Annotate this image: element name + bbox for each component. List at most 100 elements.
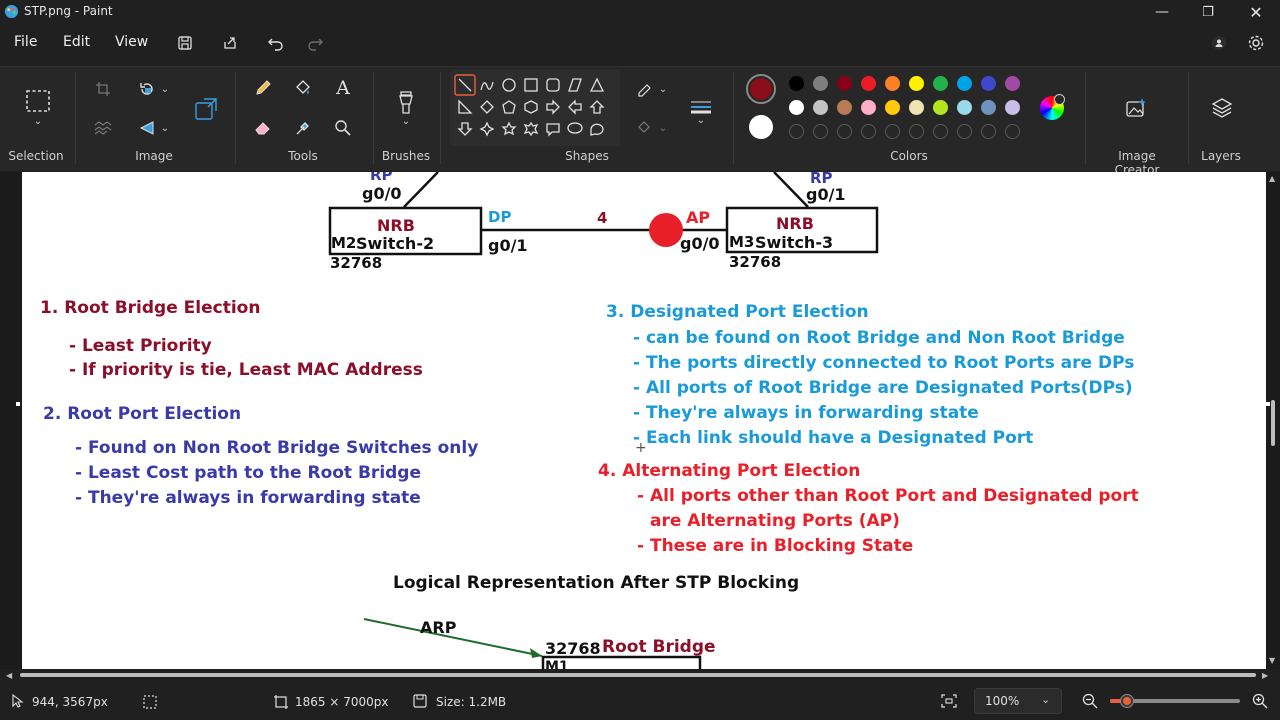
label-priority-bottom: 32768: [545, 639, 601, 658]
menu-file[interactable]: File: [14, 34, 38, 50]
horizontal-scroll-thumb[interactable]: [20, 673, 1256, 677]
rotate-button[interactable]: ⌄: [134, 78, 174, 100]
palette-color-swatch[interactable]: [813, 76, 828, 91]
logical-representation-title: Logical Representation After STP Blockin…: [393, 573, 800, 593]
custom-color-slot[interactable]: [909, 124, 924, 139]
label-dp: DP: [488, 208, 512, 226]
palette-color-swatch[interactable]: [837, 100, 852, 115]
background-removal-button[interactable]: [92, 117, 114, 139]
group-label-selection: Selection: [8, 149, 64, 163]
scroll-left-icon: ◀: [6, 671, 13, 680]
label-priority-left: 32768: [330, 254, 383, 272]
save-button[interactable]: [174, 32, 196, 54]
shape-fill-button[interactable]: ⌄: [632, 117, 672, 139]
image-creator-button[interactable]: [1122, 94, 1150, 122]
menu-edit[interactable]: Edit: [63, 34, 91, 50]
label-nrb-right: NRB: [776, 214, 814, 233]
custom-color-slot[interactable]: [789, 124, 804, 139]
chevron-down-icon: ⌄: [658, 83, 668, 95]
vertical-scroll-thumb[interactable]: [1271, 400, 1275, 446]
secondary-color-button[interactable]: [749, 115, 773, 139]
magnifier-tool[interactable]: [332, 117, 354, 139]
cursor-position: 944, 3567px: [32, 695, 108, 709]
stroke-size-button[interactable]: ⌄: [688, 92, 714, 132]
edit-colors-button[interactable]: [1040, 94, 1065, 120]
custom-color-slot[interactable]: [1005, 124, 1020, 139]
text-tool[interactable]: A: [332, 77, 354, 99]
brushes-button[interactable]: ⌄: [392, 84, 420, 132]
redo-icon: [308, 38, 323, 51]
group-label-shapes: Shapes: [565, 149, 609, 163]
palette-color-swatch[interactable]: [981, 100, 996, 115]
palette-color-swatch[interactable]: [861, 100, 876, 115]
eraser-tool[interactable]: [252, 117, 274, 139]
canvas-resize-handle[interactable]: [16, 402, 20, 406]
scroll-down-icon: ▼: [1269, 656, 1276, 665]
flip-button[interactable]: ⌄: [134, 117, 174, 139]
horizontal-scrollbar[interactable]: ◀ ▶: [4, 670, 1274, 680]
label-root-bridge: Root Bridge: [602, 637, 716, 657]
palette-color-swatch[interactable]: [789, 76, 804, 91]
flip-icon: [139, 121, 154, 135]
custom-color-slot[interactable]: [957, 124, 972, 139]
section3-item: - They're always in forwarding state: [633, 403, 979, 423]
label-cost: 4: [597, 209, 608, 227]
resize-button[interactable]: [192, 95, 220, 123]
maximize-button[interactable]: ❐: [1184, 0, 1232, 24]
palette-color-swatch[interactable]: [981, 76, 996, 91]
minimize-button[interactable]: —: [1138, 0, 1186, 24]
palette-color-swatch[interactable]: [789, 100, 804, 115]
zoom-in-button[interactable]: [1250, 691, 1270, 711]
custom-color-slot[interactable]: [933, 124, 948, 139]
chevron-down-icon: ⌄: [658, 122, 668, 134]
palette-color-swatch[interactable]: [1005, 100, 1020, 115]
palette-color-swatch[interactable]: [837, 76, 852, 91]
custom-color-slot[interactable]: [885, 124, 900, 139]
palette-color-swatch[interactable]: [1005, 76, 1020, 91]
palette-color-swatch[interactable]: [933, 76, 948, 91]
crop-button[interactable]: [92, 78, 114, 100]
custom-color-slot[interactable]: [837, 124, 852, 139]
palette-color-swatch[interactable]: [885, 76, 900, 91]
fit-to-window-button[interactable]: [936, 690, 962, 712]
palette-color-swatch[interactable]: [861, 76, 876, 91]
color-picker-tool[interactable]: [292, 117, 314, 139]
zoom-slider[interactable]: [1110, 694, 1240, 708]
menu-view[interactable]: View: [115, 34, 149, 50]
custom-color-slot[interactable]: [981, 124, 996, 139]
palette-color-swatch[interactable]: [957, 76, 972, 91]
vertical-scrollbar[interactable]: ▲ ▼: [1268, 172, 1278, 669]
zoom-select[interactable]: 100% ⌄: [974, 688, 1062, 714]
zoom-slider-thumb[interactable]: [1120, 694, 1135, 708]
drawing-canvas[interactable]: RP g0/0 NRB M2 Switch-2 32768 DP g0/1 4 …: [22, 172, 1266, 669]
group-label-image: Image: [135, 149, 173, 163]
palette-color-swatch[interactable]: [909, 100, 924, 115]
custom-color-slot[interactable]: [861, 124, 876, 139]
account-button[interactable]: [1208, 32, 1230, 54]
layers-button[interactable]: [1208, 94, 1236, 122]
palette-color-swatch[interactable]: [957, 100, 972, 115]
primary-color-button[interactable]: [746, 74, 776, 104]
cursor-pointer-icon: [12, 694, 24, 708]
selection-tool[interactable]: ⌄: [20, 82, 56, 132]
palette-color-swatch[interactable]: [885, 100, 900, 115]
palette-color-swatch[interactable]: [933, 100, 948, 115]
shape-outline-button[interactable]: ⌄: [632, 78, 672, 100]
canvas-resize-handle[interactable]: [1266, 402, 1270, 406]
redo-button[interactable]: [304, 32, 326, 54]
section3-item: - Each link should have a Designated Por…: [633, 428, 1034, 448]
section4-title: 4. Alternating Port Election: [598, 461, 861, 481]
zoom-out-button[interactable]: [1080, 691, 1100, 711]
pencil-tool[interactable]: [252, 77, 274, 99]
palette-color-swatch[interactable]: [909, 76, 924, 91]
fill-tool[interactable]: [292, 77, 314, 99]
layers-icon: [1211, 98, 1233, 118]
zoom-out-icon: [1082, 693, 1098, 709]
undo-button[interactable]: [265, 32, 287, 54]
palette-color-swatch[interactable]: [813, 100, 828, 115]
settings-button[interactable]: [1245, 32, 1267, 54]
custom-color-slot[interactable]: [813, 124, 828, 139]
scroll-right-icon: ▶: [1262, 671, 1269, 680]
share-button[interactable]: [219, 32, 241, 54]
close-button[interactable]: ✕: [1232, 0, 1280, 24]
